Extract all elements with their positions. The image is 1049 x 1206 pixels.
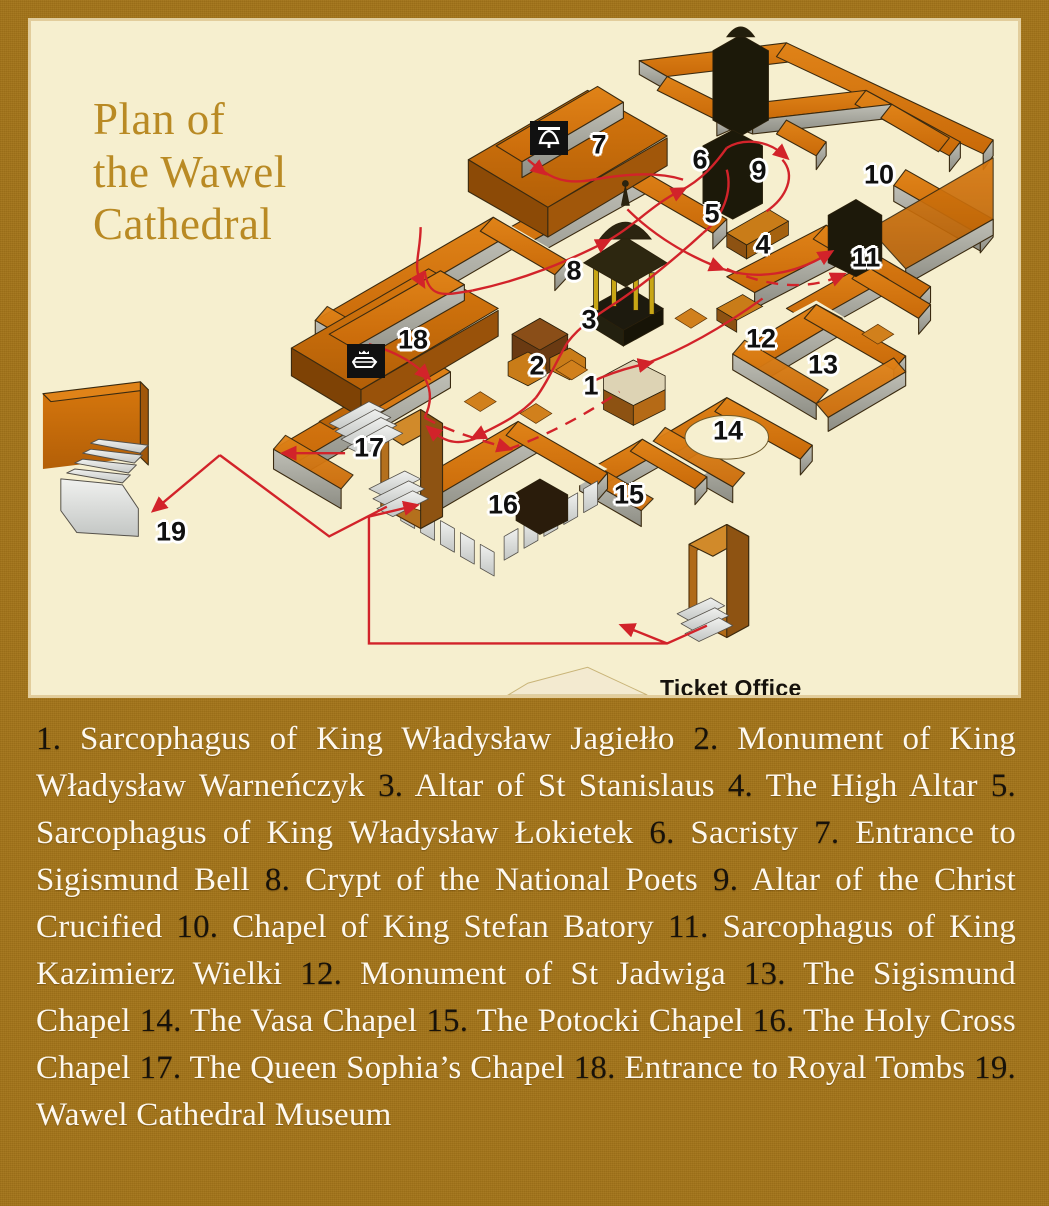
altar-christ-crucified [702,26,769,220]
legend-entry-number: 12. [300,956,361,992]
visitor-route [150,140,835,645]
royal-tombs-badge[interactable] [347,344,385,378]
legend-entry-text: Entrance to Sigismund Bell [36,815,1016,898]
legend-entry-number: 14. [139,1003,191,1039]
legend-entry-text: Sarcophagus of King Kazimierz Wielki [36,909,1016,992]
royal-tomb-icon [352,350,378,368]
legend-entry-number: 6. [649,815,691,851]
map-marker-9[interactable]: 9 [749,155,768,186]
legend-entry-text: Altar of the Christ Crucified [36,862,1017,945]
legend-entry-number: 8. [264,862,306,898]
map-marker-11[interactable]: 11 [850,242,882,273]
legend-entry-text: Sarcophagus of King Władysław Łokietek [36,815,650,851]
visitor-route-dashed [424,267,847,453]
cathedral-floor-plan [31,21,1018,695]
page-fold [507,666,648,695]
legend: 1. Sarcophagus of King Władysław Jagiełł… [36,716,1016,1139]
map-marker-17[interactable]: 17 [352,432,386,463]
west-portal [368,408,444,530]
legend-entry-text: Entrance to Royal Tombs [624,1050,975,1086]
legend-entry-number: 3. [378,768,415,804]
map-marker-18[interactable]: 18 [396,324,430,355]
legend-entry-number: 4. [727,768,766,804]
map-marker-1[interactable]: 1 [581,370,600,401]
legend-entry-text: The Queen Sophia’s Chapel [189,1050,574,1086]
legend-entry-number: 16. [752,1003,803,1039]
legend-entry-text: The Sigismund Chapel [36,956,1017,1039]
legend-entry-text: Sacristy [690,815,815,851]
monument-jadwiga [716,294,764,333]
legend-entry-number: 19. [974,1050,1016,1086]
legend-entry-number: 5. [990,768,1016,804]
map-marker-14[interactable]: 14 [711,415,745,446]
legend-entry-number: 11. [667,909,723,945]
legend-entry-text: The High Altar [765,768,991,804]
legend-entry-text: Wawel Cathedral Museum [36,1097,392,1133]
legend-entry-text: Altar of St Stanislaus [414,768,728,804]
ticket-office-structure [676,523,750,642]
map-marker-4[interactable]: 4 [753,229,772,260]
legend-entry-text: Crypt of the National Poets [305,862,714,898]
sarcophagus-jagiello [603,359,666,427]
legend-entry-number: 10. [176,909,233,945]
map-marker-13[interactable]: 13 [806,349,840,380]
map-marker-7[interactable]: 7 [589,129,608,160]
legend-entry-number: 2. [693,721,738,757]
legend-entry-text: The Potocki Chapel [476,1003,753,1039]
legend-entry-number: 15. [426,1003,477,1039]
legend-entry-text: The Holy Cross Chapel [36,1003,1016,1086]
legend-entry-number: 1. [36,721,80,757]
legend-entry-number: 9. [713,862,752,898]
legend-entry-number: 18. [573,1050,625,1086]
map-frame: Plan of the Wawel Cathedral Ticket Offic… [28,18,1021,698]
holy-cross-grille [515,478,569,535]
page-title: Plan of the Wawel Cathedral [93,94,287,250]
bell-icon [538,127,560,148]
legend-entry-text: The Vasa Chapel [190,1003,427,1039]
high-altar [725,208,790,260]
map-marker-16[interactable]: 16 [486,489,520,520]
map-marker-12[interactable]: 12 [744,323,778,354]
legend-entry-text: Sarcophagus of King Władysław Jagiełło [79,721,694,757]
legend-entry-number: 13. [743,956,804,992]
map-marker-15[interactable]: 15 [612,479,646,510]
altar-st-stanislaus [582,180,668,347]
legend-entry-text: Monument of King Władysław Warneńczyk [36,721,1016,804]
legend-entry-number: 17. [139,1050,190,1086]
map-marker-3[interactable]: 3 [579,304,598,335]
map-marker-8[interactable]: 8 [564,255,583,286]
map-marker-6[interactable]: 6 [690,144,709,175]
map-marker-19[interactable]: 19 [154,516,188,547]
legend-entry-number: 7. [814,815,856,851]
sigismund-bell-badge[interactable] [530,121,568,155]
legend-entry-text: Chapel of King Stefan Batory [232,909,668,945]
map-marker-5[interactable]: 5 [702,198,721,229]
monuments [463,26,895,535]
map-marker-2[interactable]: 2 [527,350,546,381]
map-marker-10[interactable]: 10 [862,159,896,190]
floor-plan-svg [42,26,994,695]
legend-entry-text: Monument of St Jadwiga [360,956,744,992]
cathedral-walls [42,42,994,642]
ticket-office-label: Ticket Office [660,675,802,698]
